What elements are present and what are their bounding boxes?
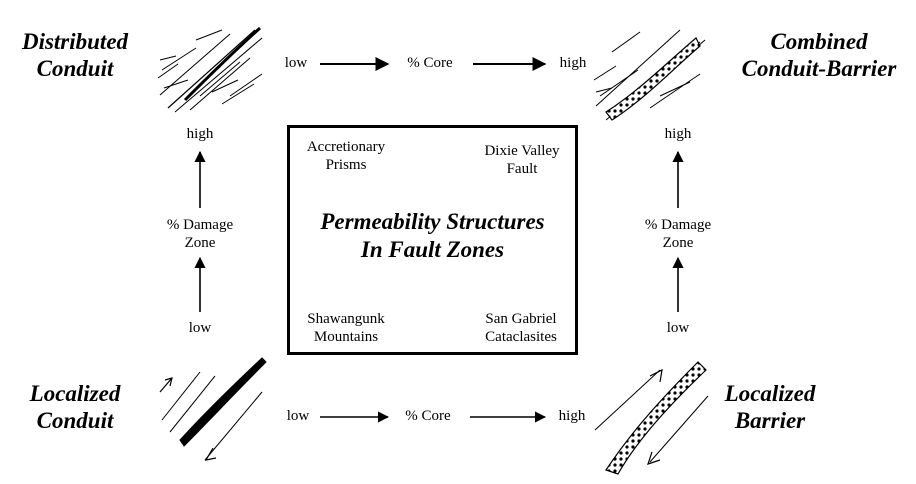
label-line: Combined [770, 29, 868, 54]
label-line: Localized [29, 381, 121, 406]
fault-sketch-localized-conduit [159, 357, 267, 461]
label-localized-barrier: Localized Barrier [700, 380, 840, 434]
label-line: Accretionary [306, 139, 386, 155]
label-line: Prisms [325, 157, 367, 173]
right-axis-high: high [664, 126, 692, 142]
fault-sketch-distributed-conduit [157, 26, 263, 113]
fault-sketch-combined-conduit-barrier [593, 29, 706, 121]
label-combined-conduit-barrier: Combined Conduit-Barrier [725, 28, 913, 82]
label-line: Zone [662, 235, 694, 251]
label-line: Conduit-Barrier [741, 56, 897, 81]
center-title: Permeability Structures In Fault Zones [290, 208, 575, 264]
label-line: Dixie Valley [484, 143, 560, 159]
label-line: Conduit [36, 56, 114, 81]
top-axis-core: % Core [407, 55, 453, 71]
top-axis-low: low [284, 55, 308, 71]
title-line: In Fault Zones [360, 237, 505, 262]
label-line: Conduit [36, 408, 114, 433]
example-accretionary-prisms: Accretionary Prisms [294, 138, 398, 174]
center-box: Accretionary Prisms Dixie Valley Fault P… [287, 125, 578, 355]
label-line: San Gabriel [485, 311, 557, 327]
label-line: Shawangunk [307, 311, 385, 327]
label-line: % Damage [644, 217, 712, 233]
label-line: % Damage [166, 217, 234, 233]
left-axis-damage-zone: % Damage Zone [140, 216, 260, 252]
label-line: Mountains [313, 329, 379, 345]
top-axis-high: high [559, 55, 587, 71]
fault-sketch-localized-barrier [594, 361, 709, 475]
label-line: Cataclasites [485, 329, 557, 345]
left-axis-low: low [188, 320, 212, 336]
example-dixie-valley-fault: Dixie Valley Fault [470, 142, 574, 178]
left-axis-high: high [186, 126, 214, 142]
label-line: Zone [184, 235, 216, 251]
right-axis-damage-zone: % Damage Zone [618, 216, 738, 252]
label-distributed-conduit: Distributed Conduit [0, 28, 150, 82]
bottom-axis-high: high [558, 408, 586, 424]
label-localized-conduit: Localized Conduit [0, 380, 150, 434]
example-shawangunk-mountains: Shawangunk Mountains [294, 310, 398, 346]
bottom-axis-core: % Core [405, 408, 451, 424]
label-line: Barrier [734, 408, 806, 433]
bottom-axis-low: low [286, 408, 310, 424]
right-axis-low: low [666, 320, 690, 336]
title-line: Permeability Structures [320, 209, 545, 234]
label-line: Localized [724, 381, 816, 406]
label-line: Distributed [21, 29, 129, 54]
label-line: Fault [506, 161, 538, 177]
example-san-gabriel-cataclasites: San Gabriel Cataclasites [466, 310, 576, 346]
